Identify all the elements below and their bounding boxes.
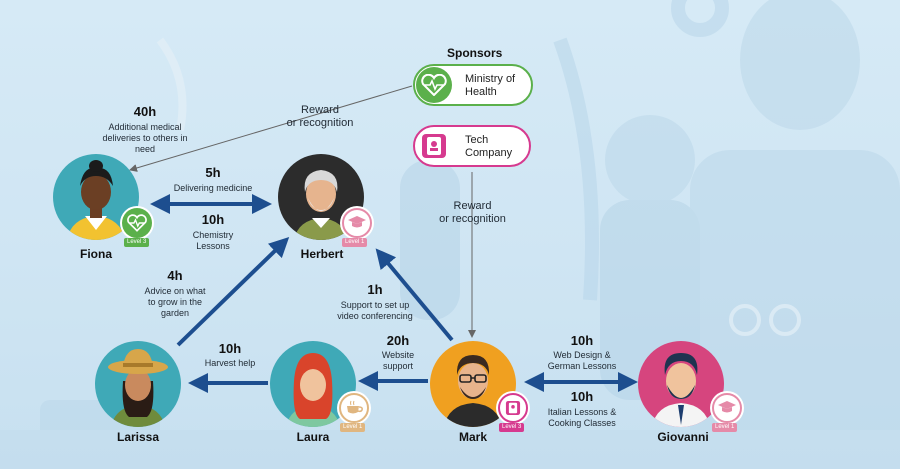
hours-mark-laura: 20h	[386, 333, 410, 348]
arrow-larissa-herbert	[176, 237, 290, 347]
level-badge-herbert: Level 1	[342, 238, 368, 247]
hours-mark-giovanni-bottom: 10h	[570, 389, 594, 404]
level-badge-giovanni: Level 1	[712, 423, 738, 432]
hours-larissa-herbert: 4h	[167, 268, 183, 283]
hours-mark-herbert: 1h	[367, 282, 383, 297]
name-larissa: Larissa	[116, 430, 160, 444]
heart-pulse-icon	[416, 67, 452, 103]
name-giovanni: Giovanni	[657, 430, 709, 444]
hours-fiona-herbert-top: 5h	[205, 165, 221, 180]
name-laura: Laura	[296, 430, 330, 444]
level-badge-mark: Level 3	[499, 423, 525, 432]
label-mark-giovanni-bottom: Italian Lessons &Cooking Classes	[547, 407, 617, 428]
name-mark: Mark	[458, 430, 487, 444]
hours-fiona-herbert-bottom: 10h	[201, 212, 225, 227]
avatar-larissa	[95, 341, 181, 427]
avatar-giovanni	[638, 341, 724, 427]
label-fiona-herbert-top: Delivering medicine	[173, 183, 253, 193]
arrow-mark-herbert	[375, 248, 454, 342]
hours-fiona-extra: 40h	[133, 104, 157, 119]
heart-pulse-icon	[122, 208, 152, 238]
name-fiona: Fiona	[80, 247, 112, 261]
graduation-cap-icon	[712, 393, 742, 423]
hours-laura-larissa: 10h	[218, 341, 242, 356]
tablet-icon	[498, 393, 528, 423]
avatar-fiona	[53, 154, 139, 240]
avatar-laura	[270, 341, 356, 427]
label-mark-giovanni-top: Web Design &German Lessons	[547, 350, 617, 371]
arrow-ministry-fiona	[129, 85, 413, 172]
tablet-icon	[416, 128, 452, 164]
tea-cup-icon	[339, 393, 369, 423]
name-herbert: Herbert	[300, 247, 344, 261]
sponsors-title: Sponsors	[447, 46, 503, 60]
graduation-cap-icon	[342, 208, 372, 238]
level-badge-laura: Level 1	[340, 423, 366, 432]
label-laura-larissa: Harvest help	[204, 358, 256, 368]
hours-mark-giovanni-top: 10h	[570, 333, 594, 348]
level-badge-fiona: Level 3	[124, 238, 150, 247]
